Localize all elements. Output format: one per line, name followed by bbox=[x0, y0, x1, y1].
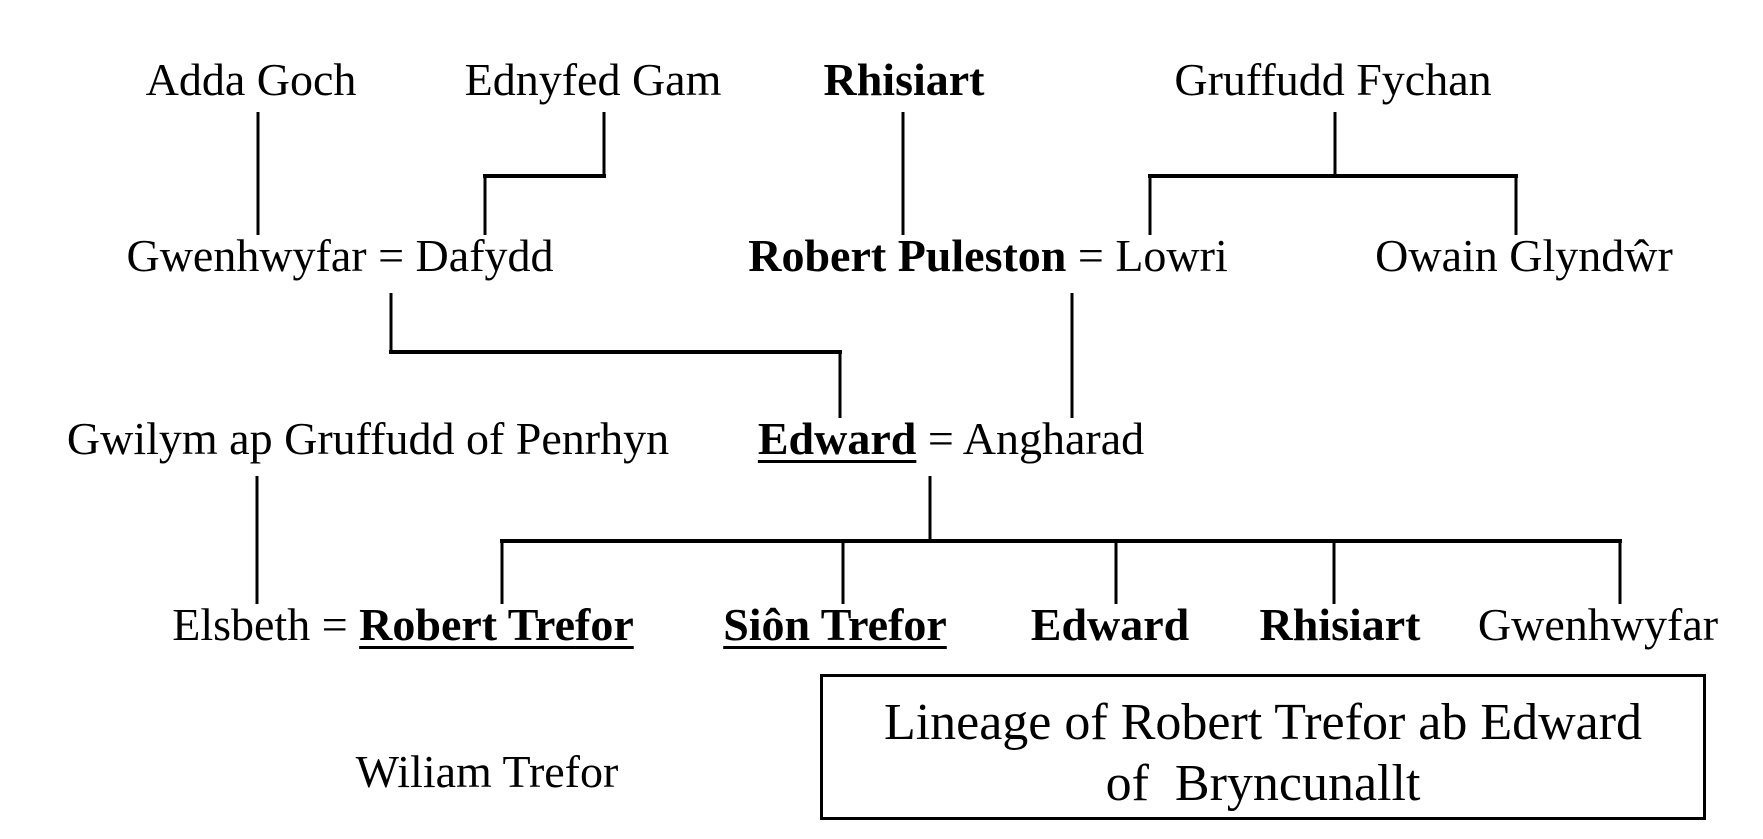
person-label: Rhisiart bbox=[823, 54, 985, 105]
person-ednyfed-gam: Ednyfed Gam bbox=[465, 57, 722, 103]
person-wiliam-trefor: Wiliam Trefor bbox=[356, 749, 619, 795]
person-label: = Angharad bbox=[916, 413, 1145, 464]
person-label: Robert Trefor bbox=[359, 599, 634, 650]
person-label: Edward bbox=[1030, 599, 1190, 650]
person-robert-puleston-and-lowri: Robert Puleston = Lowri bbox=[748, 233, 1228, 279]
person-rhisiart-elder: Rhisiart bbox=[824, 57, 985, 103]
person-label: = Lowri bbox=[1066, 230, 1228, 281]
person-label: Wiliam Trefor bbox=[355, 746, 619, 797]
person-label: Gwenhwyfar bbox=[1477, 599, 1719, 650]
person-edward-and-angharad: Edward = Angharad bbox=[758, 416, 1144, 462]
lineage-title-box: Lineage of Robert Trefor ab Edward of Br… bbox=[820, 674, 1706, 820]
person-label: Ednyfed Gam bbox=[464, 54, 722, 105]
person-label: Gwilym ap Gruffudd of Penrhyn bbox=[66, 413, 670, 464]
person-label: Owain Glyndŵr bbox=[1375, 230, 1673, 281]
person-edward-younger: Edward bbox=[1031, 602, 1189, 648]
person-gwenhwyfar-younger: Gwenhwyfar bbox=[1478, 602, 1718, 648]
lineage-box-line-1: Lineage of Robert Trefor ab Edward bbox=[883, 694, 1643, 751]
person-owain-glyndwr: Owain Glyndŵr bbox=[1375, 233, 1673, 279]
person-label: Elsbeth = bbox=[172, 599, 360, 650]
person-label: Gwenhwyfar = Dafydd bbox=[126, 230, 554, 281]
person-sion-trefor: Siôn Trefor bbox=[723, 602, 947, 648]
person-label: Edward bbox=[757, 413, 917, 464]
person-label: Adda Goch bbox=[145, 54, 357, 105]
person-gwenhwyfar-and-dafydd: Gwenhwyfar = Dafydd bbox=[126, 233, 553, 279]
person-gwilym-ap-gruffudd: Gwilym ap Gruffudd of Penrhyn bbox=[67, 416, 669, 462]
person-label: Rhisiart bbox=[1259, 599, 1421, 650]
person-label: Gruffudd Fychan bbox=[1174, 54, 1492, 105]
person-adda-goch: Adda Goch bbox=[146, 57, 357, 103]
person-label: Robert Puleston bbox=[748, 230, 1067, 281]
person-elsbeth-and-robert-trefor: Elsbeth = Robert Trefor bbox=[172, 602, 634, 648]
lineage-box-line-2: of Bryncunallt bbox=[1105, 755, 1421, 812]
person-rhisiart-younger: Rhisiart bbox=[1260, 602, 1421, 648]
person-label: Siôn Trefor bbox=[723, 599, 947, 650]
person-gruffudd-fychan: Gruffudd Fychan bbox=[1174, 57, 1491, 103]
